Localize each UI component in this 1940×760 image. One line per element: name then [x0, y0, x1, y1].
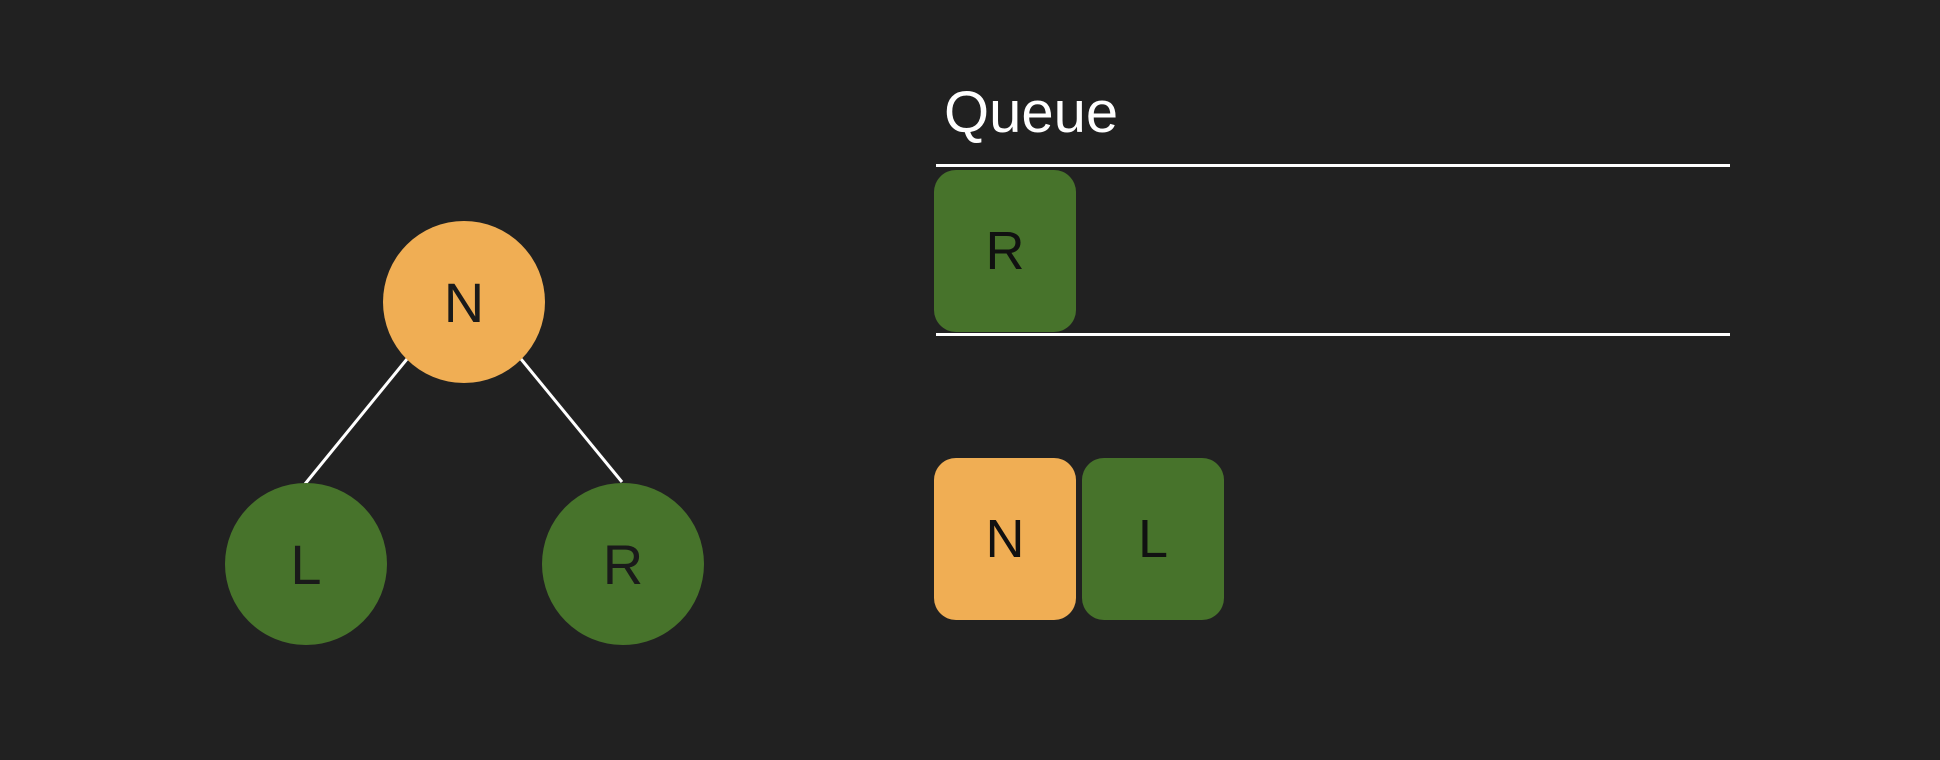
queue-item-r: R	[934, 170, 1076, 332]
tree-node-left: L	[225, 483, 387, 645]
tree-node-right: R	[542, 483, 704, 645]
output-item-l: L	[1082, 458, 1224, 620]
tree-node-right-label: R	[603, 533, 643, 596]
tree-node-left-label: L	[290, 533, 321, 596]
tree-node-root: N	[383, 221, 545, 383]
output-item-l-label: L	[1137, 509, 1169, 569]
output-item-n-label: N	[985, 509, 1025, 569]
queue-title: Queue	[944, 80, 1119, 145]
tree-node-right-circle	[542, 483, 704, 645]
tree-node-root-circle	[383, 221, 545, 383]
output-item-n: N	[934, 458, 1076, 620]
tree-node-root-label: N	[444, 271, 484, 334]
edge-root-right	[519, 358, 624, 483]
queue-top-rule	[936, 164, 1730, 167]
edge-root-left	[303, 358, 409, 485]
queue-item-r-label: R	[985, 221, 1025, 281]
tree-node-left-circle	[225, 483, 387, 645]
queue-bottom-rule	[936, 333, 1730, 336]
